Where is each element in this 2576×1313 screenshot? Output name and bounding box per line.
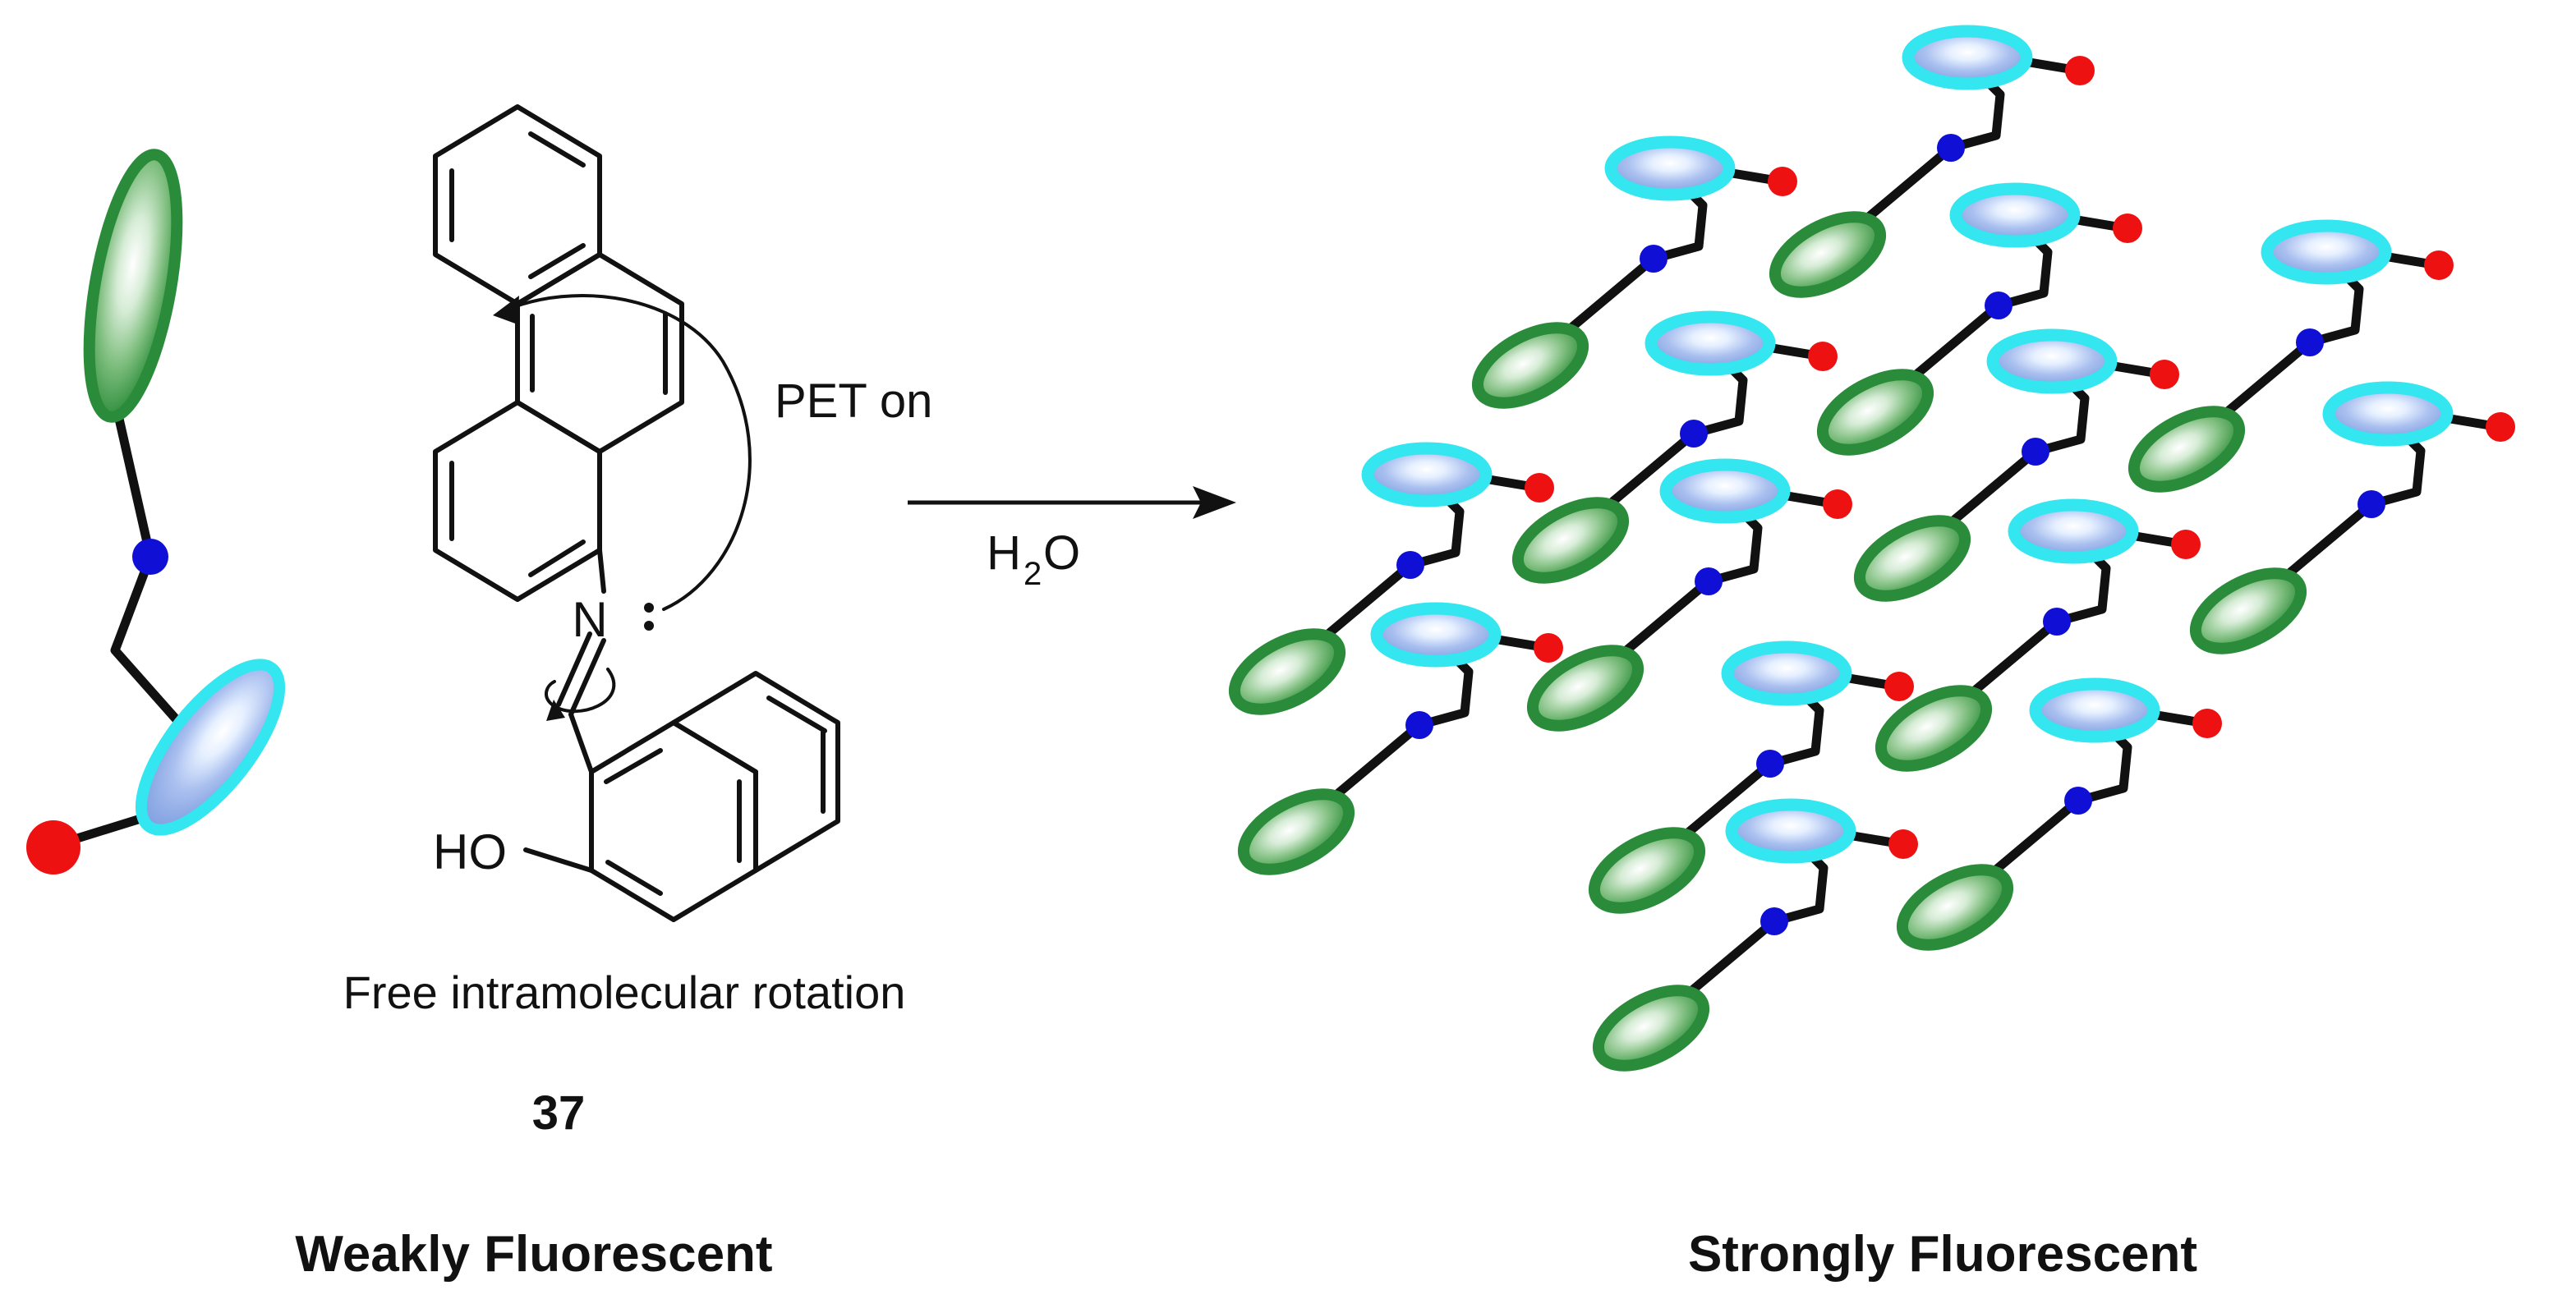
aggregated-molecule	[1222, 448, 1554, 725]
left-caption: Weakly Fluorescent	[295, 1226, 772, 1283]
reagent-h: H	[987, 526, 1021, 580]
nitrogen-atom: N	[572, 592, 607, 647]
aggregated-molecule	[1465, 142, 1797, 419]
isolated-molecule	[26, 149, 286, 875]
reaction-arrow	[908, 486, 1236, 519]
aggregate-cluster	[1222, 31, 2515, 1081]
compound-structure	[433, 104, 840, 922]
lone-pair-dot	[644, 621, 654, 631]
reagent-subscript: 2	[1024, 556, 1042, 592]
reagent-o: O	[1043, 526, 1080, 580]
hydroxyl-label: HO	[433, 824, 507, 879]
compound-number: 37	[532, 1086, 586, 1140]
right-caption: Strongly Fluorescent	[1688, 1226, 2197, 1283]
pet-label: PET on	[775, 374, 932, 428]
rotation-caption: Free intramolecular rotation	[343, 966, 906, 1018]
lone-pair-dot	[644, 603, 654, 613]
